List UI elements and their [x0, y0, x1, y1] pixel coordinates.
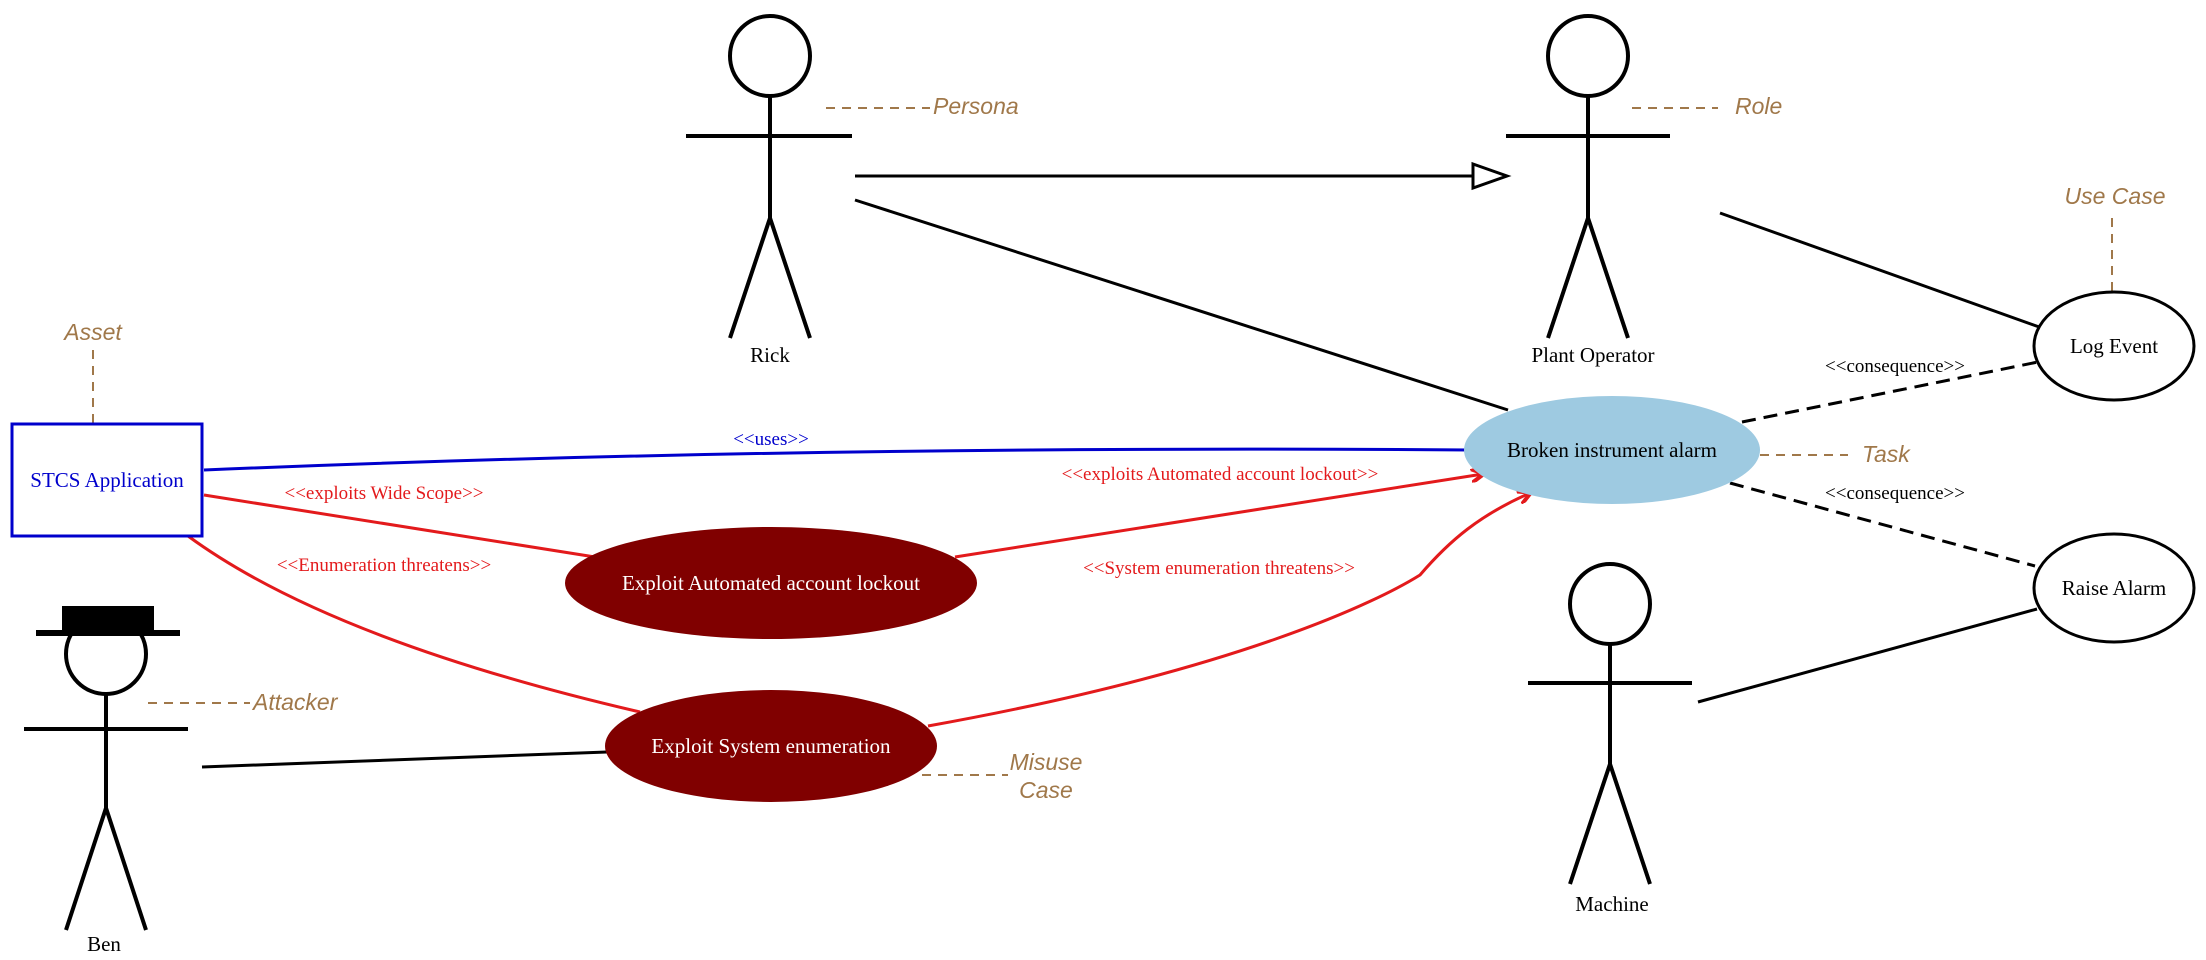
annotation-misuse-case-line1: Misuse [1010, 749, 1083, 775]
annotation-asset: Asset [62, 319, 123, 345]
hat-icon [36, 606, 180, 636]
task-ellipse-broken-alarm[interactable] [1464, 396, 1760, 504]
misuse-case-enumeration[interactable] [605, 690, 937, 802]
consequence-line-log-event [1741, 360, 2039, 424]
edge-label-consequence-alarm: <<consequence>> [1825, 483, 1965, 504]
task-label: Broken instrument alarm [1507, 438, 1717, 462]
threat-line-wide-scope [203, 493, 596, 559]
asset-label: STCS Application [30, 468, 184, 492]
association-machine-raise-alarm [1697, 607, 2038, 704]
asset-box[interactable] [10, 422, 204, 538]
threat-line-system-enumeration [927, 493, 1530, 728]
annotation-role: Role [1735, 93, 1782, 119]
annotation-use-case: Use Case [2065, 183, 2166, 209]
annotation-connectors [92, 107, 2113, 776]
actor-label-machine: Machine [1575, 892, 1648, 916]
annotation-persona: Persona [933, 93, 1019, 119]
actor-plant-operator [1506, 14, 1670, 339]
edge-label-consequence-log: <<consequence>> [1825, 356, 1965, 377]
uses-line [203, 447, 1471, 472]
actor-ben [24, 612, 188, 931]
threat-line-enumeration [187, 534, 641, 714]
generalization-rick-to-operator [855, 161, 1512, 191]
annotation-task: Task [1862, 441, 1911, 467]
log-event-label: Log Event [2070, 334, 2158, 358]
actor-label-ben: Ben [87, 932, 121, 956]
consequence-line-raise-alarm [1729, 481, 2036, 568]
edge-label-exploits-lockout: <<exploits Automated account lockout>> [1062, 464, 1379, 485]
edge-label-enumeration-threatens: <<Enumeration threatens>> [277, 555, 491, 576]
use-case-raise-alarm[interactable] [2032, 532, 2196, 644]
actor-label-plant-operator: Plant Operator [1531, 343, 1654, 367]
edge-label-exploits-wide-scope: <<exploits Wide Scope>> [285, 483, 484, 504]
association-operator-log-event [1719, 211, 2043, 330]
edge-label-uses: <<uses>> [733, 429, 809, 450]
raise-alarm-label: Raise Alarm [2062, 576, 2166, 600]
misuse-enum-label: Exploit System enumeration [651, 734, 891, 758]
annotation-misuse-case-line2: Case [1019, 777, 1073, 803]
association-rick-task [854, 198, 1509, 412]
actor-rick [686, 14, 852, 339]
use-case-log-event[interactable] [2032, 290, 2196, 402]
actor-machine [1528, 562, 1692, 885]
misuse-case-lockout[interactable] [565, 527, 977, 639]
actor-label-rick: Rick [750, 343, 790, 367]
threat-line-exploits-lockout [954, 474, 1483, 559]
annotation-attacker: Attacker [251, 689, 339, 715]
association-ben-misuse-enum [201, 750, 608, 769]
misuse-lockout-label: Exploit Automated account lockout [622, 571, 920, 595]
edge-label-system-enumeration-threatens: <<System enumeration threatens>> [1083, 558, 1355, 579]
